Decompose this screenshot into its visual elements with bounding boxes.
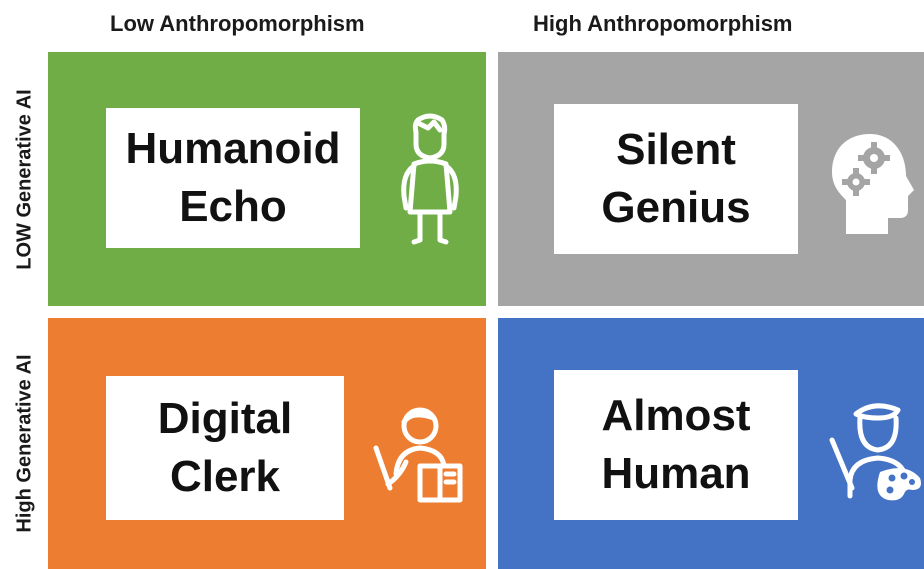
- quadrant-label-line2: Echo: [179, 182, 287, 231]
- row-header-low-generative-ai-label: LOW Generative AI: [13, 88, 36, 270]
- column-header-high-anthropomorphism: High Anthropomorphism: [533, 11, 793, 36]
- quadrant-label-line1: Almost: [601, 391, 751, 440]
- head-with-gears-icon: [832, 134, 914, 234]
- quadrant-silent-genius: Silent Genius: [498, 52, 924, 306]
- row-header-low-generative-ai: LOW Generative AI: [8, 52, 42, 306]
- column-header-low-anthropomorphism: Low Anthropomorphism: [110, 11, 365, 36]
- teacher-with-book-icon: [373, 407, 463, 503]
- row-header-high-generative-ai-label: High Generative AI: [13, 354, 36, 533]
- quadrant-label-box: Almost Human: [554, 370, 798, 520]
- quadrant-label-box: Silent Genius: [554, 104, 798, 254]
- quadrant-label-line2: Genius: [601, 183, 751, 232]
- quadrant-label-box: Humanoid Echo: [106, 108, 360, 248]
- row-header-high-generative-ai: High Generative AI: [8, 318, 42, 569]
- artist-with-palette-icon: [829, 403, 921, 501]
- quadrant-label-line1: Digital: [157, 394, 293, 443]
- quadrant-label-line2: Clerk: [169, 452, 281, 501]
- quadrant-almost-human: Almost Human: [498, 318, 924, 569]
- quadrant-humanoid-echo: Humanoid Echo: [48, 52, 486, 306]
- quadrant-digital-clerk: Digital Clerk: [48, 318, 486, 569]
- humanoid-figure-icon: [401, 113, 459, 245]
- quadrant-label-line1: Silent: [616, 125, 736, 174]
- quadrant-label-line1: Humanoid: [125, 124, 341, 173]
- quadrant-label-box: Digital Clerk: [106, 376, 344, 520]
- quadrant-label-line2: Human: [601, 449, 751, 498]
